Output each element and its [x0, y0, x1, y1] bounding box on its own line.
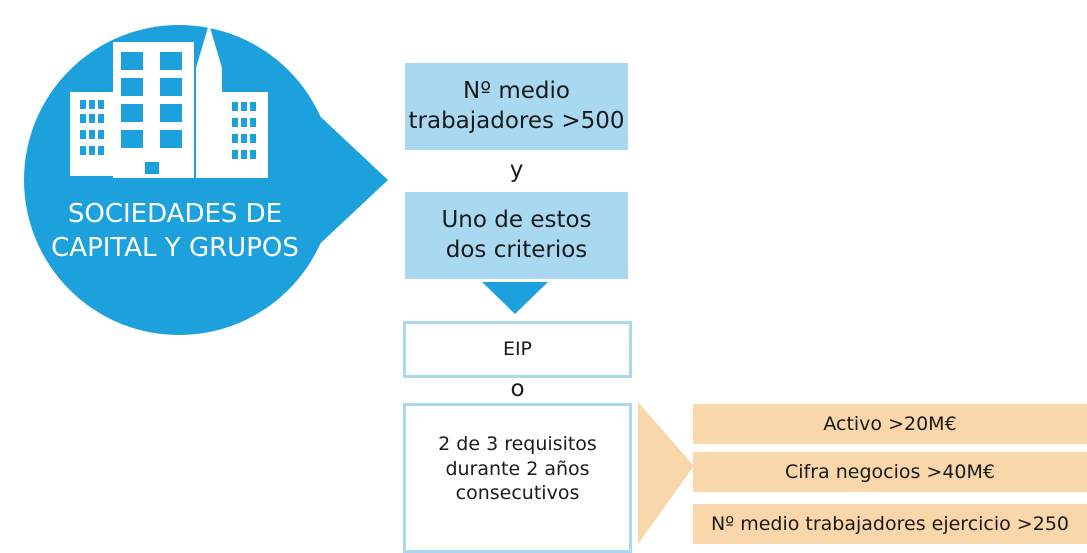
workers-condition-box: Nº medio trabajadores >500: [405, 63, 628, 150]
connector-o: o: [510, 376, 525, 403]
requirements-summary-line1: 2 de 3 requisitos: [438, 432, 597, 455]
requirement-item-workers: Nº medio trabajadores ejercicio >250: [693, 504, 1087, 544]
criteria-line2: dos criterios: [445, 236, 588, 263]
criteria-box: Uno de estos dos criterios: [405, 192, 628, 279]
company-title: SOCIEDADES DE CAPITAL Y GRUPOS: [40, 198, 310, 266]
company-badge: [24, 24, 388, 335]
window-grid: [80, 52, 256, 174]
company-title-line1: SOCIEDADES DE: [67, 199, 283, 229]
connector-y: y: [509, 157, 524, 184]
requirement-item-revenue: Cifra negocios >40M€: [693, 452, 1087, 492]
requirements-summary-line2: durante 2 años: [445, 457, 590, 480]
requirements-summary-box: 2 de 3 requisitos durante 2 años consecu…: [403, 403, 632, 553]
workers-condition-line1: Nº medio: [463, 77, 570, 104]
company-title-line2: CAPITAL Y GRUPOS: [51, 232, 299, 263]
criteria-line1: Uno de estos: [441, 206, 592, 233]
requirement-item-assets: Activo >20M€: [693, 404, 1087, 444]
down-arrow-icon: [482, 282, 548, 314]
orange-chevron-icon: [638, 402, 694, 544]
requirements-summary-line3: consecutivos: [455, 482, 580, 505]
workers-condition-line2: trabajadores >500: [408, 107, 625, 134]
eip-box: EIP: [403, 321, 632, 378]
